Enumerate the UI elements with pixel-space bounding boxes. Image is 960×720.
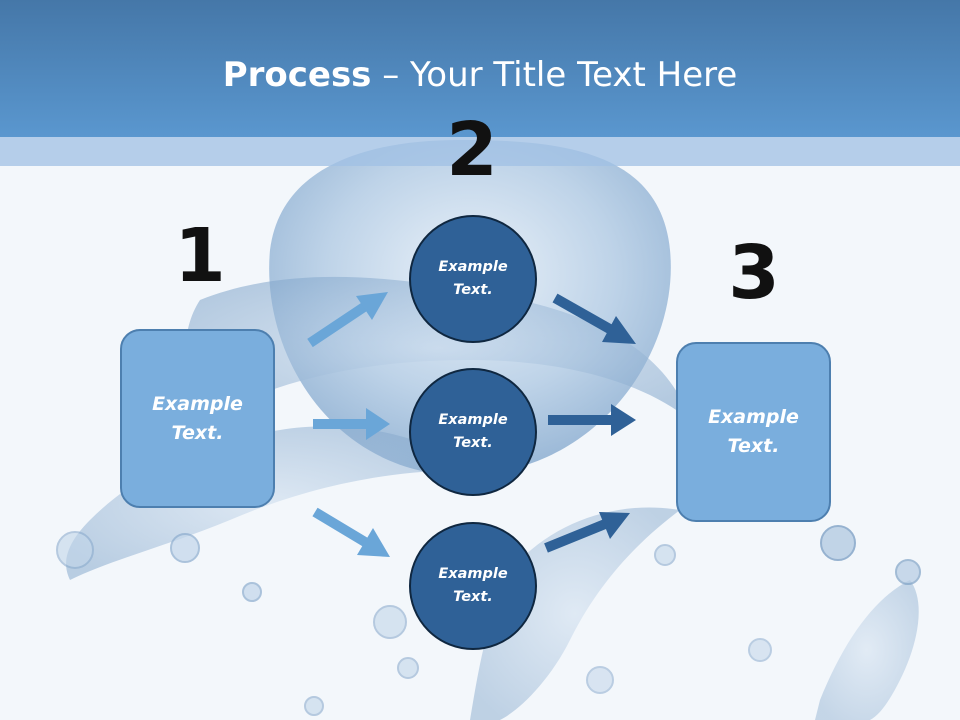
arrow-left-to-bottom [312,507,390,557]
step-number-3: 3 [728,230,780,316]
arrow-left-to-middle [313,408,390,440]
slide-title: Process – Your Title Text Here [0,52,960,98]
circle-top-line-2: Text. [453,282,493,298]
arrow-left-to-top [307,292,388,348]
step-3-box-line-1: Example [708,406,799,428]
step-2-circle-middle: Example Text. [409,368,537,496]
circle-bottom-line-1: Example [438,566,508,582]
circle-bottom-line-2: Text. [453,589,493,605]
step-number-2: 2 [446,107,498,193]
slide-title-bold: Process [222,55,372,95]
step-1-box: Example Text. [120,329,275,508]
title-bar [0,0,960,137]
step-3-box: Example Text. [676,342,831,522]
arrow-top-to-right [552,293,636,344]
circle-middle-line-1: Example [438,412,508,428]
step-1-box-line-2: Text. [171,421,224,444]
arrow-bottom-to-right [544,512,630,553]
arrow-middle-to-right [548,404,636,436]
step-3-box-line-2: Text. [727,435,780,457]
step-number-1: 1 [174,213,226,299]
slide-title-rest: – Your Title Text Here [371,55,738,95]
circle-top-line-1: Example [438,259,508,275]
step-1-box-line-1: Example [152,392,243,415]
circle-middle-line-2: Text. [453,435,493,451]
title-bar-band [0,137,960,166]
step-2-circle-bottom: Example Text. [409,522,537,650]
step-2-circle-top: Example Text. [409,215,537,343]
